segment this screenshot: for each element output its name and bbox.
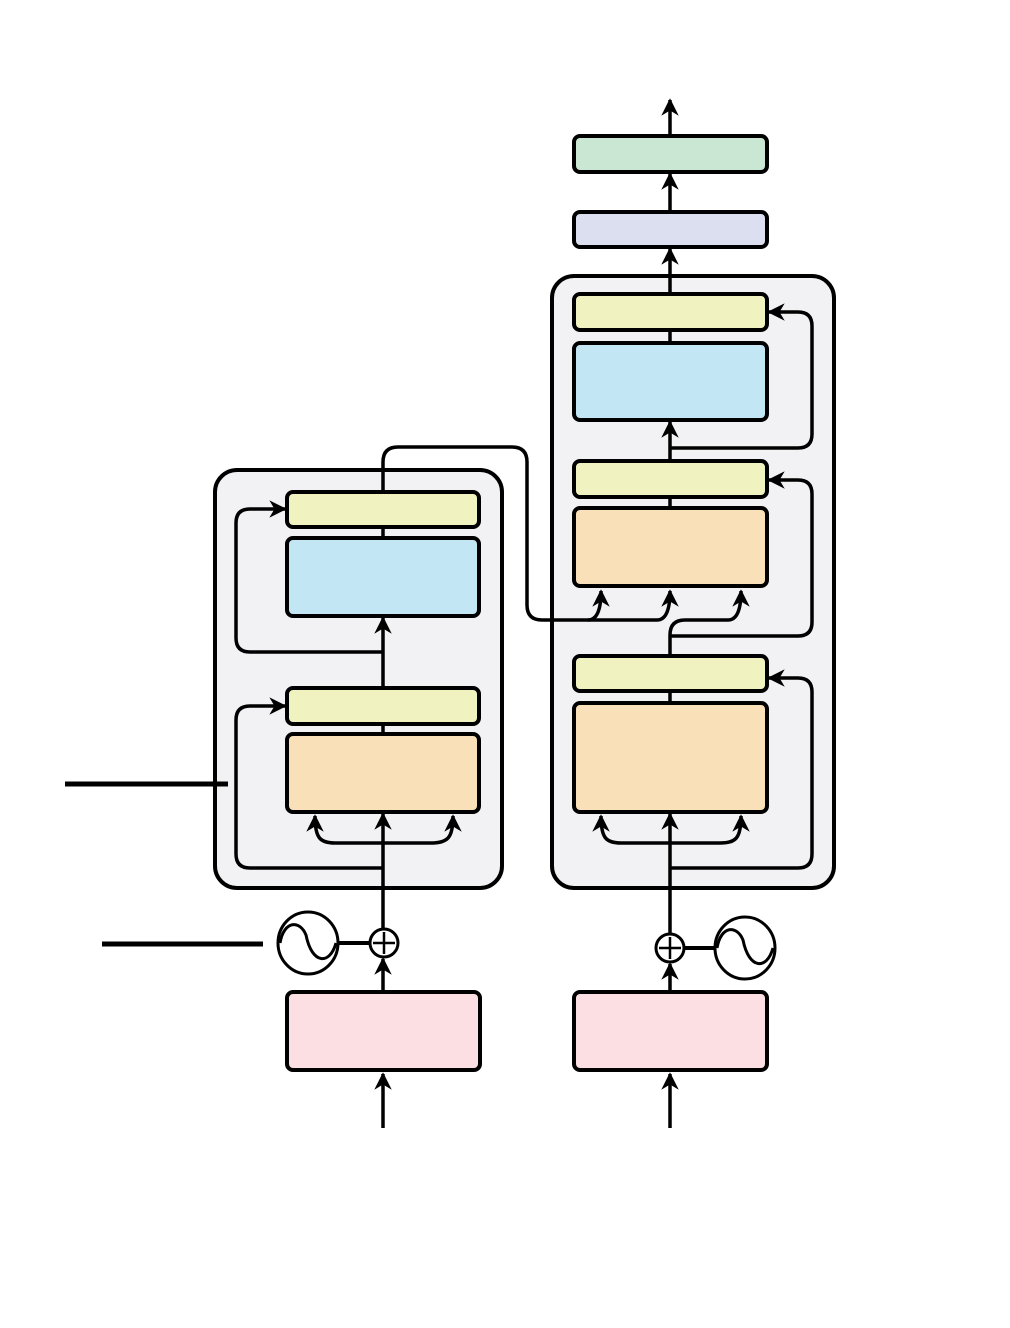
decoder-add-norm-2: [572, 459, 769, 499]
encoder-add-norm-2: [285, 490, 481, 529]
encoder-feed-forward: [285, 536, 481, 618]
input-embedding: [285, 990, 482, 1072]
encoder-stack: [213, 468, 504, 890]
decoder-add-norm-1: [572, 654, 769, 693]
output-embedding: [572, 990, 769, 1072]
linear-block: [572, 210, 769, 249]
decoder-masked-attention: [572, 701, 769, 814]
encoder-add-norm-1: [285, 686, 481, 726]
decoder-positional-encoding: [654, 915, 777, 981]
softmax-block: [572, 134, 769, 174]
encoder-positional-encoding: [276, 910, 400, 976]
decoder-add-norm-3: [572, 292, 769, 332]
decoder-feed-forward: [572, 341, 769, 422]
encoder-multi-head-attention: [285, 732, 481, 814]
decoder-cross-attention: [572, 506, 769, 588]
